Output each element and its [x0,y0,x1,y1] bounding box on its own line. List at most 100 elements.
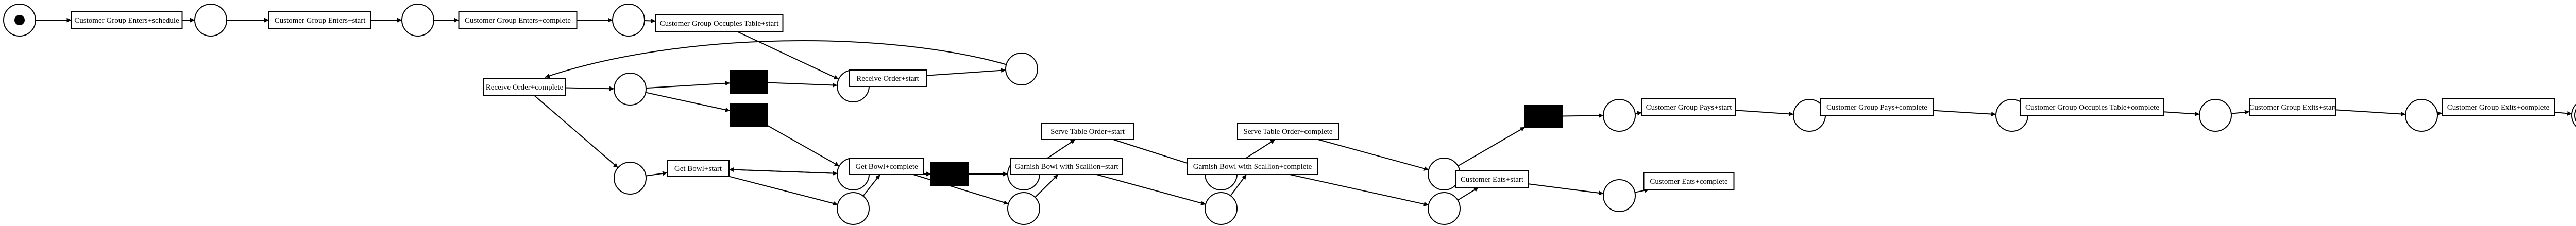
arc-tau_2-to-p7 [767,125,840,167]
place-p13 [1205,192,1238,225]
place-p11 [1007,192,1040,225]
transition-label: Customer Group Enters+start [275,16,366,25]
place-p14 [1428,192,1461,225]
transition-t-ce-complete: Customer Group Enters+complete [458,11,578,29]
transition-label: Customer Group Occupies Table+complete [2025,103,2159,112]
arc-p21-to-t_exit_complete [2437,111,2443,116]
arc-t_garn_complete-to-p14 [1290,174,1429,206]
transition-box [1041,123,1134,140]
arc-t_gb_start-to-p8 [728,176,838,206]
transition-t-pays-start: Customer Group Pays+start [1641,98,1736,116]
arc-p11-to-t_garn_start [1035,174,1059,198]
transition-box [1455,170,1529,188]
transition-t-occ-start: Customer Group Occupies Table+start [655,14,784,32]
place-p4 [614,73,647,106]
transition-t-garn-complete: Garnish Bowl with Scallion+complete [1187,158,1318,175]
transition-label: Receive Order+complete [486,83,564,92]
transition-label: Garnish Bowl with Scallion+start [1014,163,1118,171]
place-p1 [194,4,227,37]
transition-box [1820,98,1934,116]
arc-t_exit_complete-to-sink [2554,111,2572,116]
silent-transition-tau_3 [930,162,969,186]
place-p20 [1005,53,1038,85]
transition-t-ro-start: Receive Order+start [849,69,927,87]
arc-t_ro_start-to-p20 [926,68,1006,76]
transition-box [1237,123,1339,140]
transition-box [2442,98,2555,116]
transition-box [268,11,371,29]
transition-t-gb-start: Get Bowl+start [667,160,730,177]
arc-tau_4-to-p15 [1562,113,1604,118]
transition-label: Get Bowl+complete [855,163,918,171]
transition-label: Customer Group Exits+complete [2447,103,2550,112]
arc-t_garn_start-to-p13 [1096,174,1206,205]
arc-t_pays_start-to-p17 [1735,110,1794,116]
place-p21 [2405,99,2438,132]
transition-label: Customer Group Pays+start [1646,103,1733,112]
arc-t_pays_complete-to-p18 [1933,110,1996,117]
arc-layer [36,18,2572,206]
transition-label: Serve Table Order+start [1050,128,1125,136]
transition-box [849,69,927,87]
arc-p15-to-t_pays_start [1635,111,1642,116]
transition-label: Garnish Bowl with Scallion+complete [1193,163,1312,171]
arc-p20-to-t_ro_complete [545,40,1006,78]
transition-label: Customer Group Enters+complete [465,16,571,25]
transition-t-ce-start: Customer Group Enters+start [268,11,371,29]
arc-t_ro_complete-to-p4 [565,86,615,91]
transition-label: Get Bowl+start [674,165,722,173]
transition-box [1010,158,1123,175]
transition-t-exit-complete: Customer Group Exits+complete [2442,98,2555,116]
transition-t-pays-complete: Customer Group Pays+complete [1820,98,1934,116]
arc-t_eats_start-to-p16 [1528,183,1604,196]
transition-box [655,14,784,32]
transition-box [2020,98,2164,116]
arc-p8-to-t_gb_complete [862,174,881,197]
token-icon [14,15,25,25]
transition-label: Receive Order+start [856,75,919,83]
transition-box [71,11,183,29]
transition-box [667,160,730,177]
transition-label: Customer Eats+complete [1650,178,1728,186]
arc-p7-to-t_gb_start [728,167,838,174]
transition-box [483,78,566,96]
transition-box [1641,98,1736,116]
transition-label: Customer Group Exits+start [2249,103,2336,112]
place-p8 [837,192,870,225]
transition-t-ce-schedule: Customer Group Enters+schedule [71,11,183,29]
arc-t_exit_start-to-p21 [2335,109,2406,116]
transition-t-ro-complete: Receive Order+complete [483,78,566,96]
transition-box [849,158,924,175]
place-p6 [614,162,647,195]
sink-place [2571,103,2576,127]
place-p3 [612,4,645,37]
arc-p6-to-t_gb_start [646,171,668,177]
arc-p4-to-tau_2 [646,92,731,112]
transition-t-exit-start: Customer Group Exits+start [2249,98,2336,116]
transition-label: Customer Group Enters+schedule [74,16,179,25]
arc-p12-to-tau_4 [1458,127,1526,167]
transition-box [458,11,578,29]
place-p19 [2199,99,2232,132]
arc-t_st_complete-to-p12 [1318,139,1429,171]
transition-box [1643,172,1735,190]
silent-transition-tau_2 [730,103,768,127]
transition-box [2249,98,2336,116]
arc-t_ro_complete-to-p6 [533,95,619,168]
arc-t_occ_complete-to-p19 [2163,111,2200,116]
arc-p4-to-tau_1 [646,81,731,89]
arc-t_occ_start-to-p5 [736,31,839,80]
transition-t-gb-complete: Get Bowl+complete [849,158,924,175]
transition-label: Serve Table Order+complete [1244,128,1333,136]
transition-t-garn-start: Garnish Bowl with Scallion+start [1010,158,1123,175]
place-p2 [401,4,434,37]
transition-label: Customer Eats+start [1461,176,1524,184]
transition-t-st-start: Serve Table Order+start [1041,123,1134,140]
place-p15 [1603,99,1636,132]
arc-p14-to-t_eats_start [1457,187,1479,201]
arc-t_gb_complete-to-p11 [913,174,1009,205]
arc-p13-to-t_garn_complete [1230,174,1247,196]
transition-t-eats-start: Customer Eats+start [1455,170,1529,188]
